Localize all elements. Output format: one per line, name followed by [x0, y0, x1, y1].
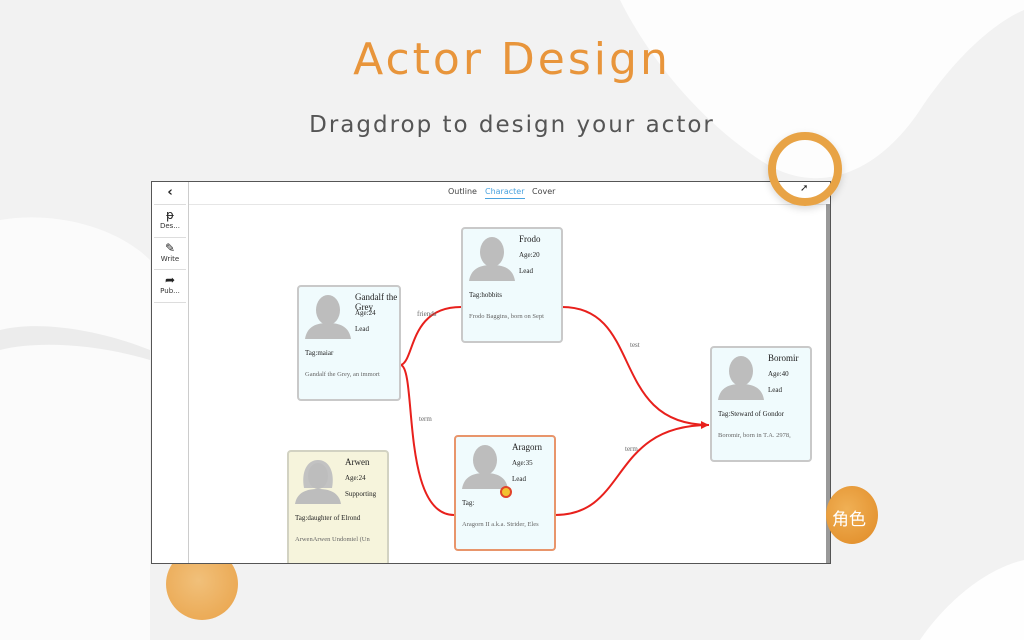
decorative-orange-circle [826, 486, 878, 544]
edge-label-term: term [625, 445, 638, 453]
character-tag: Tag:hobbits [469, 291, 502, 299]
character-age: Age:20 [519, 251, 540, 259]
sidebar-item-label: Write [160, 255, 180, 263]
character-name: Boromir [768, 353, 799, 363]
character-card-arwen[interactable]: Arwen Age:24 Supporting Tag:daughter of … [287, 450, 389, 563]
sidebar-item-publish[interactable]: ➦ Pub... [152, 273, 188, 295]
edge-label-test: test [630, 341, 640, 349]
character-tag: Tag:maiar [305, 349, 334, 357]
pencil-icon: ✎ [164, 241, 176, 255]
sidebar-divider [154, 204, 186, 205]
hero-title: Actor Design [353, 34, 671, 85]
character-card-frodo[interactable]: Frodo Age:20 Lead Tag:hobbits Frodo Bagg… [461, 227, 563, 343]
avatar-icon [462, 445, 508, 489]
hero-subtitle: Dragdrop to design your actor [309, 112, 715, 138]
character-age: Age:24 [345, 474, 366, 482]
character-description: Gandalf the Grey, an immort [305, 371, 380, 378]
sidebar-divider [154, 302, 186, 303]
character-age: Age:40 [768, 370, 789, 378]
back-button[interactable]: ‹ [152, 186, 188, 200]
character-card-aragorn[interactable]: Aragorn Age:35 Lead Tag: Aragorn II a.k.… [454, 435, 556, 551]
character-description: Aragorn II a.k.a. Strider, Eles [462, 521, 539, 528]
share-icon: ➦ [164, 273, 176, 287]
character-role: Lead [768, 386, 782, 394]
tab-cover[interactable]: Cover [532, 187, 556, 196]
edge-label-term: term [419, 415, 432, 423]
feature-badge-label: 角色 [832, 510, 866, 530]
female-avatar-icon [295, 460, 341, 504]
edge-label-friends: friends [417, 310, 437, 318]
edge-gandalf-frodo [400, 306, 462, 366]
sidebar-item-label: Pub... [160, 287, 180, 295]
decorative-orange-ring [768, 132, 842, 206]
character-age: Age:35 [512, 459, 533, 467]
character-name: Aragorn [512, 442, 542, 452]
character-role: Lead [512, 475, 526, 483]
edge-aragorn-boromir [554, 424, 710, 516]
sidebar-divider [154, 237, 186, 238]
character-card-boromir[interactable]: Boromir Age:40 Lead Tag:Steward of Gondo… [710, 346, 812, 462]
app-window: ‹ ᵽ Des... ✎ Write ➦ Pub... Outline Char… [151, 181, 831, 564]
avatar-icon [305, 295, 351, 339]
character-description: Boromir, born in T.A. 2978, [718, 432, 791, 439]
character-tag: Tag:Steward of Gondor [718, 410, 784, 418]
tab-character[interactable]: Character [485, 187, 525, 199]
tab-outline[interactable]: Outline [448, 187, 477, 196]
character-name: Arwen [345, 457, 370, 467]
character-card-gandalf[interactable]: Gandalf the Grey Age:24 Lead Tag:maiar G… [297, 285, 401, 401]
character-description: Frodo Baggins, born on Sept [469, 313, 544, 320]
sidebar-divider [154, 269, 186, 270]
edge-gandalf-aragorn [400, 364, 455, 516]
arrowhead-icon [701, 421, 709, 429]
character-tag: Tag: [462, 499, 475, 507]
edge-frodo-boromir [561, 306, 710, 426]
sidebar-item-label: Des... [159, 222, 181, 230]
character-name: Frodo [519, 234, 541, 244]
character-role: Lead [519, 267, 533, 275]
avatar-icon [469, 237, 515, 281]
character-name: Gandalf the Grey [355, 292, 398, 312]
sidebar-item-write[interactable]: ✎ Write [152, 241, 188, 263]
design-icon: ᵽ [165, 208, 174, 222]
character-role: Lead [355, 325, 369, 333]
connection-handle[interactable] [500, 486, 512, 498]
character-role: Supporting [345, 490, 377, 498]
sidebar: ‹ ᵽ Des... ✎ Write ➦ Pub... [152, 182, 189, 563]
chevron-left-icon: ‹ [167, 185, 173, 200]
relation-edges [400, 306, 710, 516]
vertical-scrollbar[interactable] [826, 204, 830, 563]
character-tag: Tag:daughter of Elrond [295, 514, 361, 522]
tab-bar: Outline Character Cover [189, 182, 830, 205]
sidebar-item-design[interactable]: ᵽ Des... [152, 208, 188, 230]
character-age: Age:24 [355, 309, 376, 317]
character-description: ArwenArwen Undomiel (Un [295, 536, 370, 543]
avatar-icon [718, 356, 764, 400]
